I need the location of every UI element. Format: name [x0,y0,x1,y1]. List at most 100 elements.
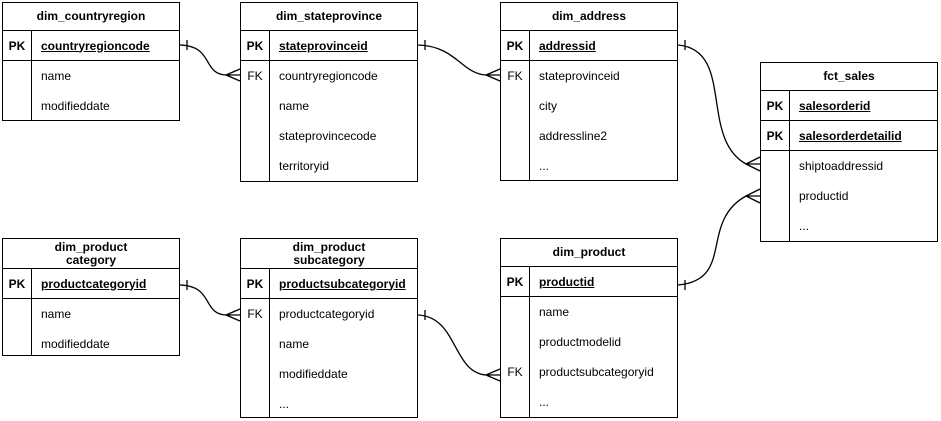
key-cell [501,91,530,121]
key-cell [501,297,530,327]
pk-key-label: PK [501,31,530,60]
field-name: name [539,305,570,319]
field-name: name [41,69,72,83]
connector-address-fctsales [677,40,761,172]
field-name: territoryid [279,159,330,173]
field-name: productcategoryid [41,276,147,291]
entity-fct-sales: fct_sales PK salesorderid PK salesorderd… [760,62,938,242]
entity-title: dim_product [501,239,677,267]
table-row: territoryid [241,151,417,181]
pk-key-label: PK [241,269,270,298]
table-row: PK stateprovinceid [241,31,417,61]
edge-line [179,284,227,316]
field-name: ... [539,395,550,409]
connector-countryregion-stateprovince [179,40,241,82]
table-row: name [241,91,417,121]
table-row: PK countryregioncode [3,31,179,61]
field-name: name [279,337,310,351]
edge-line [417,44,487,76]
field-name: stateprovincecode [279,129,377,143]
table-row: modifieddate [3,91,179,120]
table-row: PK productsubcategoryid [241,269,417,299]
table-row: name [3,61,179,91]
entity-dim-productcategory: dim_product category PK productcategoryi… [2,238,180,356]
field-name: stateprovinceid [279,38,368,53]
connector-category-subcategory [179,280,241,322]
entity-dim-stateprovince: dim_stateprovince PK stateprovinceid FK … [240,2,418,182]
crow-foot-many-icon [485,368,501,382]
table-row: FK productsubcategoryid [501,357,677,387]
entity-dim-address: dim_address PK addressid FK stateprovinc… [500,2,678,181]
entity-title: fct_sales [761,63,937,91]
edge-line [677,195,747,286]
field-name: ... [279,397,290,411]
field-name: modifieddate [41,337,110,351]
field-name: ... [799,219,810,233]
table-row: modifieddate [241,359,417,389]
entity-dim-productsubcategory: dim_product subcategory PK productsubcat… [240,238,418,418]
pk-key-label: PK [761,91,790,120]
table-row: ... [501,151,677,180]
entity-dim-countryregion: dim_countryregion PK countryregioncode n… [2,2,180,121]
table-row: stateprovincecode [241,121,417,151]
key-cell [501,387,530,417]
edge-line [677,44,747,165]
field-name: productmodelid [539,335,622,349]
field-name: modifieddate [41,99,110,113]
table-row: FK productcategoryid [241,299,417,329]
key-cell [3,91,32,120]
table-row: FK countryregioncode [241,61,417,91]
field-name: addressid [539,38,596,53]
key-cell [501,121,530,151]
connector-stateprovince-address [417,40,501,82]
field-name: productid [539,274,595,289]
table-row: addressline2 [501,121,677,151]
field-name: stateprovinceid [539,69,620,83]
field-name: salesorderdetailid [799,128,902,143]
table-row: productmodelid [501,327,677,357]
fk-key-label: FK [241,299,270,329]
key-cell [761,211,790,241]
edge-line [179,44,227,76]
crow-foot-many-icon [745,188,761,204]
table-row: ... [501,387,677,417]
key-cell [501,151,530,180]
table-row: PK productid [501,267,677,297]
key-cell [3,299,32,329]
field-name: city [539,99,557,113]
key-cell [761,181,790,211]
table-row: productid [761,181,937,211]
key-cell [241,151,270,181]
key-cell [241,329,270,359]
entity-title: dim_product category [3,239,179,269]
key-cell [501,327,530,357]
key-cell [241,389,270,417]
pk-key-label: PK [501,267,530,296]
table-row: PK salesorderdetailid [761,121,937,151]
table-row: city [501,91,677,121]
fk-key-label: FK [501,61,530,91]
fk-key-label: FK [501,357,530,387]
field-name: addressline2 [539,129,608,143]
pk-key-label: PK [3,31,32,60]
entity-title: dim_address [501,3,677,31]
field-name: shiptoaddressid [799,159,884,173]
table-row: PK addressid [501,31,677,61]
key-cell [241,91,270,121]
field-name: ... [539,159,550,173]
table-row: shiptoaddressid [761,151,937,181]
table-row: FK stateprovinceid [501,61,677,91]
pk-key-label: PK [761,121,790,150]
fk-key-label: FK [241,61,270,91]
connector-product-fctsales [677,188,761,290]
key-cell [761,151,790,181]
field-name: productcategoryid [279,307,375,321]
field-name: salesorderid [799,98,871,113]
key-cell [3,61,32,91]
table-row: name [241,329,417,359]
key-cell [3,329,32,355]
field-name: name [41,307,72,321]
key-cell [241,121,270,151]
field-name: name [279,99,310,113]
